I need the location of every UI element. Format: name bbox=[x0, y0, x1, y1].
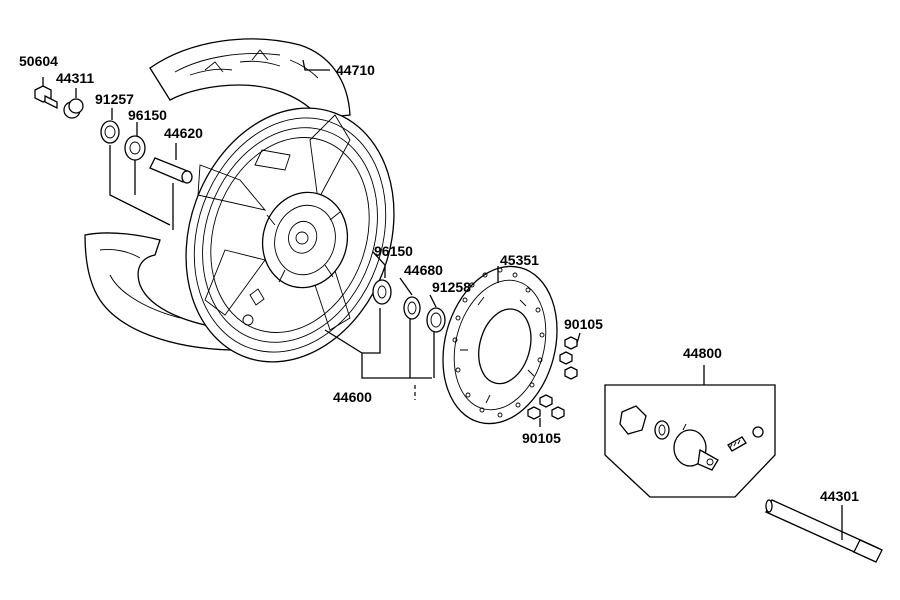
label-91257: 91257 bbox=[95, 91, 134, 107]
label-90105-bottom: 90105 bbox=[522, 430, 561, 446]
label-96150-top: 96150 bbox=[128, 107, 167, 123]
label-45351: 45351 bbox=[500, 252, 539, 268]
wheel-rim bbox=[185, 107, 395, 363]
retainer-44680 bbox=[403, 296, 421, 320]
tire bbox=[84, 38, 351, 351]
screws-90105-bottom bbox=[527, 394, 565, 420]
label-91258: 91258 bbox=[432, 279, 471, 295]
label-44301: 44301 bbox=[820, 488, 859, 504]
bearing-96150-left bbox=[124, 122, 146, 161]
label-44710: 44710 bbox=[336, 62, 375, 78]
label-44620: 44620 bbox=[164, 125, 203, 141]
part-labels: 50604 44311 91257 96150 44620 44710 9615… bbox=[19, 53, 859, 504]
collar-44311 bbox=[63, 88, 84, 119]
label-90105-top: 90105 bbox=[564, 316, 603, 332]
oil-seal-91257 bbox=[100, 108, 120, 144]
label-44600: 44600 bbox=[333, 389, 372, 405]
label-44311: 44311 bbox=[56, 70, 94, 86]
gear-assembly bbox=[604, 384, 776, 498]
bolt-50604 bbox=[34, 77, 58, 110]
leader-lines bbox=[109, 59, 843, 540]
label-44680: 44680 bbox=[404, 262, 443, 278]
label-44800: 44800 bbox=[683, 345, 722, 361]
screws-90105-top bbox=[559, 336, 578, 380]
brake-disc bbox=[442, 265, 558, 425]
bearing-96150-right bbox=[372, 279, 392, 305]
axle bbox=[765, 499, 883, 563]
spacer-44620 bbox=[149, 143, 193, 184]
oil-seal-91258 bbox=[426, 307, 446, 333]
label-50604: 50604 bbox=[19, 53, 58, 69]
label-96150-mid: 96150 bbox=[374, 243, 413, 259]
